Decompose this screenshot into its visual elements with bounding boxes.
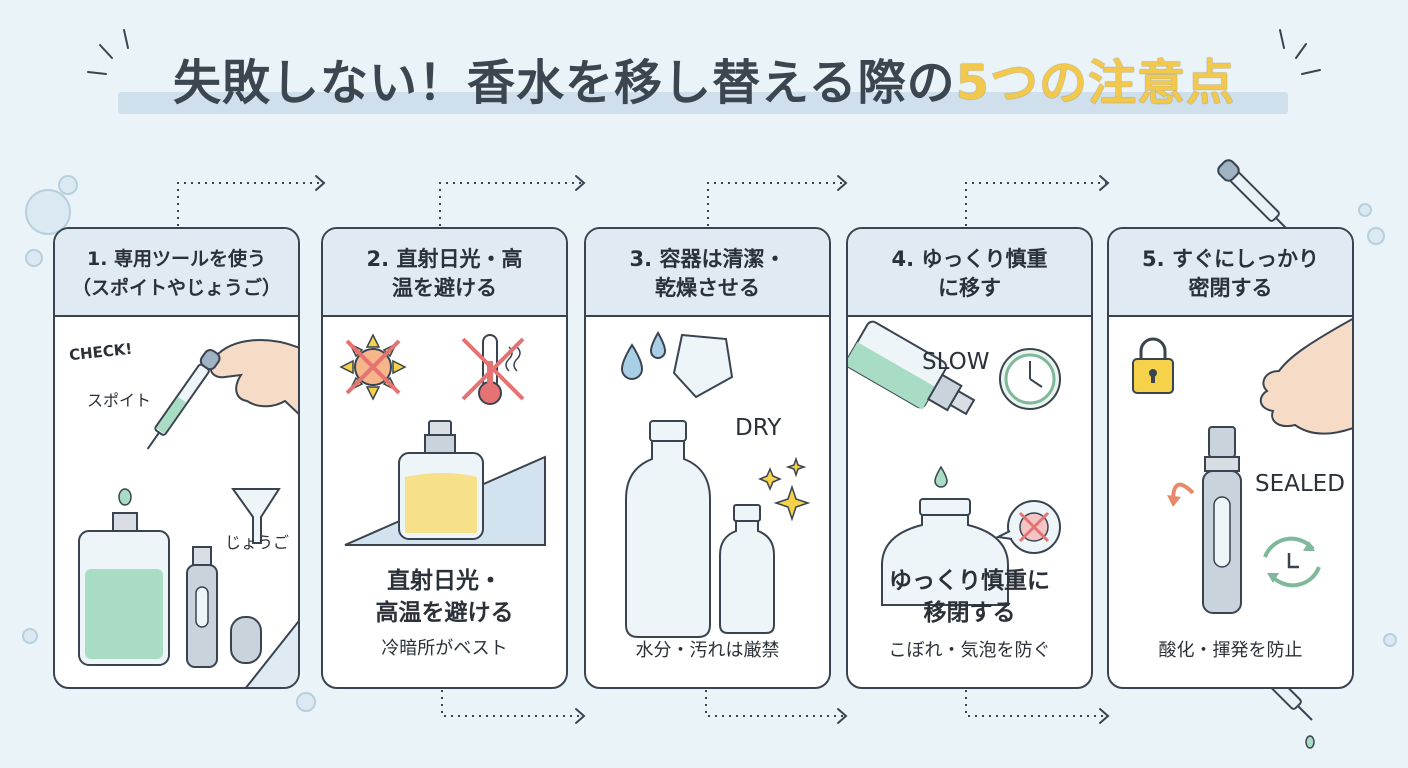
hand-icon xyxy=(1259,318,1352,435)
step-heading: 4. ゆっくり慎重 に移す xyxy=(891,247,1048,300)
bottle-small-icon xyxy=(719,504,775,634)
funnel-label: じょうご xyxy=(225,533,290,552)
sun-icon xyxy=(339,333,407,401)
step-card-4: 4. ゆっくり慎重 に移す SLOW xyxy=(846,227,1093,689)
step-heading: 5. すぐにしっかり 密閉する xyxy=(1142,247,1319,300)
step-card-header: 4. ゆっくり慎重 に移す xyxy=(848,229,1091,317)
thermometer-icon xyxy=(461,334,525,405)
step-subcaption: 酸化・揮発を防止 xyxy=(1158,640,1303,661)
sparkle-icon xyxy=(758,456,811,522)
step-card-2: 2. 直射日光・高 温を避ける xyxy=(321,227,568,689)
title-prefix: 失敗しない！香水を移し替える際の xyxy=(173,55,956,111)
step-card-5: 5. すぐにしっかり 密閉する SEALED 酸化・ xyxy=(1107,227,1354,689)
step-illustration xyxy=(339,333,546,546)
cloth-icon xyxy=(672,333,734,399)
bottle-icon xyxy=(78,512,170,666)
hand-icon xyxy=(209,339,298,415)
rotate-arrow-icon xyxy=(1263,536,1321,588)
connector-arrows-top xyxy=(177,182,1106,226)
clock-icon xyxy=(999,348,1061,410)
step-illustration xyxy=(620,331,811,638)
page-curl-decoration xyxy=(245,620,298,687)
step-card-header: 1. 専用ツールを使う （スポイトやじょうご） xyxy=(55,229,298,317)
step-card-header: 3. 容器は清潔・ 乾燥させる xyxy=(586,229,829,317)
page-title: 失敗しない！香水を移し替える際の5つの注意点 xyxy=(0,52,1408,114)
droplet-icon xyxy=(934,465,948,488)
bottle-large-icon xyxy=(625,420,711,638)
step-heading: 1. 専用ツールを使う （スポイトやじょうご） xyxy=(71,248,281,299)
step-heading: 3. 容器は清潔・ 乾燥させる xyxy=(629,247,786,300)
step-caption: 直射日光・ 高温を避ける xyxy=(375,568,514,626)
step-card-3: 3. 容器は清潔・ 乾燥させる DRY 水分・汚れは厳禁 xyxy=(584,227,831,689)
droplet-small-icon xyxy=(649,331,667,359)
slow-label: SLOW xyxy=(922,349,990,375)
bubbles-decoration xyxy=(22,175,1397,712)
bottle-icon xyxy=(398,420,484,540)
atomizer-icon xyxy=(1202,426,1242,614)
bubble-warning-icon xyxy=(994,500,1061,554)
connector-arrows-bottom xyxy=(441,690,1106,717)
step-card-header: 5. すぐにしっかり 密閉する xyxy=(1109,229,1352,317)
droplet-icon xyxy=(620,343,644,380)
sealed-label: SEALED xyxy=(1255,471,1345,497)
burst-left-icon xyxy=(87,29,129,75)
dropper-icon xyxy=(146,349,221,450)
step-illustration xyxy=(1132,318,1352,614)
dropper-label: スポイト xyxy=(87,391,152,410)
step-card-1: 1. 専用ツールを使う （スポイトやじょうご） xyxy=(53,227,300,689)
connector-arrowheads-top xyxy=(315,175,1110,191)
droplet-icon xyxy=(118,488,132,506)
tilted-bottle-icon xyxy=(848,320,976,416)
step-illustration xyxy=(848,320,1061,606)
step-subcaption: 冷暗所がベスト xyxy=(381,638,508,659)
padlock-icon xyxy=(1132,337,1174,394)
atomizer-icon xyxy=(186,546,218,668)
burst-right-icon xyxy=(1279,29,1321,75)
title-area: 失敗しない！香水を移し替える際の5つの注意点 xyxy=(0,52,1408,122)
bottle-icon xyxy=(881,498,1009,606)
connector-arrowheads-bottom xyxy=(575,708,1110,724)
dropper-decoration-top-icon xyxy=(1217,159,1291,233)
step-subcaption: こぼれ・気泡を防ぐ xyxy=(888,640,1051,661)
funnel-icon xyxy=(231,488,281,544)
step-card-header: 2. 直射日光・高 温を避ける xyxy=(323,229,566,317)
step-illustration xyxy=(78,339,298,687)
step-caption: ゆっくり慎重に 移閉する xyxy=(889,568,1050,626)
title-highlight: 5つの注意点 xyxy=(955,55,1235,111)
cap-icon xyxy=(230,616,262,664)
title-underline-band xyxy=(118,92,1288,114)
dry-label: DRY xyxy=(735,415,782,441)
step-subcaption: 水分・汚れは厳禁 xyxy=(635,640,780,661)
step-heading: 2. 直射日光・高 温を避ける xyxy=(366,247,523,300)
